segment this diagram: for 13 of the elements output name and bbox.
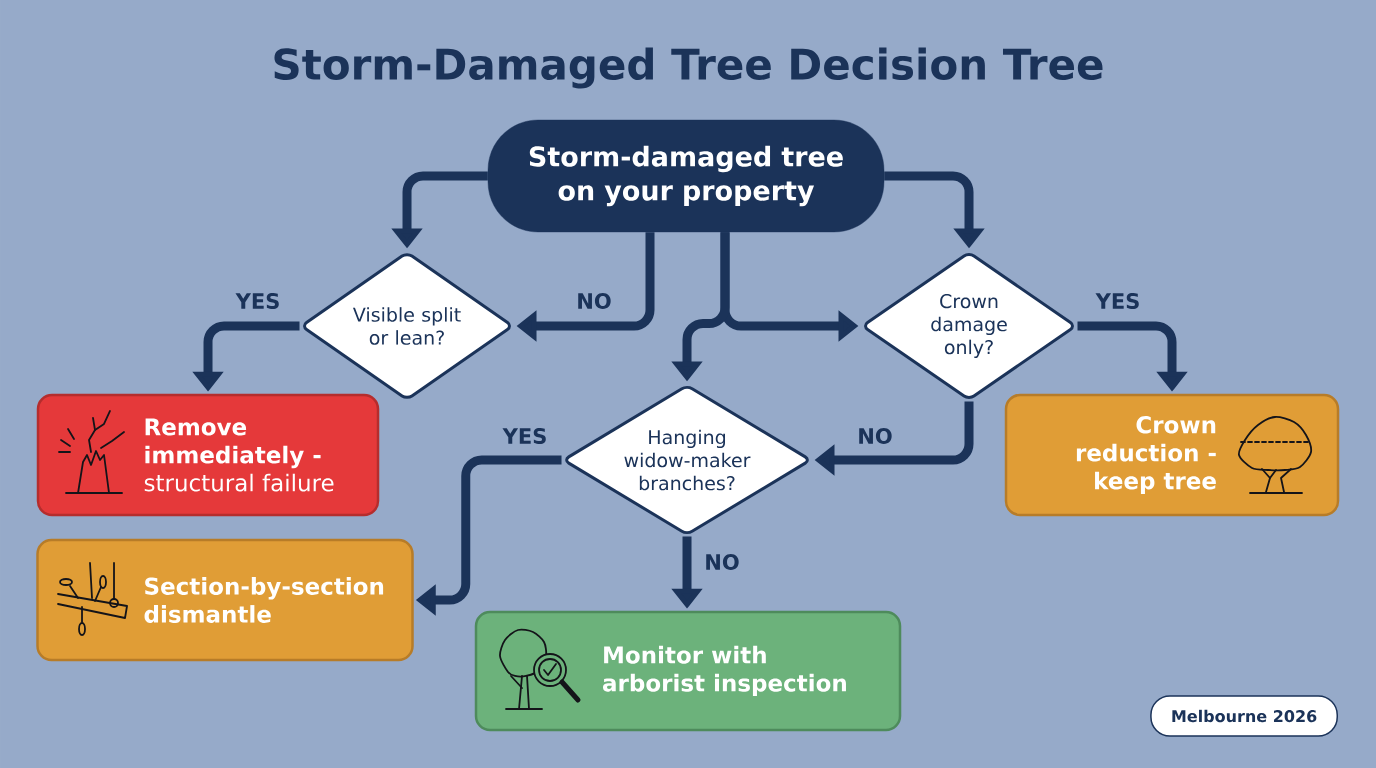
edge-label: NO	[859, 428, 892, 444]
edge-label: YES	[502, 428, 546, 444]
title: Storm-Damaged Tree Decision Tree	[274, 47, 1103, 89]
outcome-box: Remove immediately - structural failure	[36, 393, 380, 517]
edge-label: NO	[578, 293, 611, 309]
start-box: Storm-damaged tree on your property	[487, 119, 885, 233]
edge-label: YES	[1095, 293, 1139, 309]
outcome-box: Monitor with arborist inspection	[474, 610, 902, 732]
outcome-box: Section-by-section dismantle	[36, 538, 414, 662]
outcome-box: Crown reduction - keep tree	[1004, 393, 1340, 517]
footer-badge: Melbourne 2026	[1150, 695, 1338, 737]
edge-label: YES	[235, 293, 279, 309]
edge-label: NO	[706, 554, 739, 570]
